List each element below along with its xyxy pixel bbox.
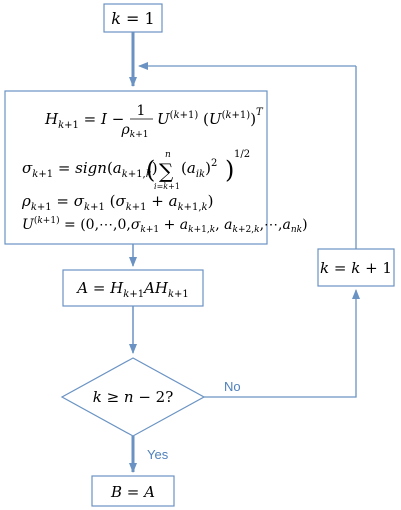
svg-text:n: n <box>165 150 171 160</box>
formula-H: Hk+1 = I − 1 ρk+1 U(k+1) (U(k+1))T <box>44 103 264 140</box>
edge-label-yes: Yes <box>147 447 169 462</box>
svg-text:k = k + 1: k = k + 1 <box>320 259 392 277</box>
svg-text:A = Hk+1AHk+1: A = Hk+1AHk+1 <box>75 279 189 300</box>
svg-text:1: 1 <box>137 103 146 119</box>
svg-text:ρk+1: ρk+1 <box>121 122 149 140</box>
connectors <box>129 32 360 473</box>
svg-text:ρk+1 = σk+1 (σk+1 + ak+1,k): ρk+1 = σk+1 (σk+1 + ak+1,k) <box>21 192 213 213</box>
node-increment: k = k + 1 <box>317 248 395 287</box>
node-end: B = A <box>91 475 175 507</box>
svg-text:(aik)2: (aik)2 <box>181 158 217 180</box>
svg-text:Hk+1 = I −: Hk+1 = I − <box>44 110 124 131</box>
node-decision: k ≥ n − 2? <box>60 357 206 437</box>
svg-text:B = A: B = A <box>110 483 155 501</box>
formula-rho: ρk+1 = σk+1 (σk+1 + ak+1,k) <box>21 192 213 213</box>
svg-text:1/2: 1/2 <box>234 149 250 160</box>
svg-text:σk+1 = sign(ak+1,k): σk+1 = sign(ak+1,k) <box>22 159 158 180</box>
formula-sigma: σk+1 = sign(ak+1,k) ( n ∑ i=k+1 (aik)2 )… <box>22 149 250 191</box>
svg-text:∑: ∑ <box>159 159 174 183</box>
svg-text:(: ( <box>146 156 155 184</box>
edge-decision-to-increment <box>204 289 360 398</box>
node-compute: Hk+1 = I − 1 ρk+1 U(k+1) (U(k+1))T σk+1 … <box>4 90 308 245</box>
node-update: A = Hk+1AHk+1 <box>62 269 204 307</box>
node-start: k = 1 <box>103 3 163 33</box>
svg-text:i=k+1: i=k+1 <box>154 182 180 191</box>
svg-text:U(k+1) = (0,⋯,0,σk+1 + ak+1,k,: U(k+1) = (0,⋯,0,σk+1 + ak+1,k, ak+2,k,⋯,… <box>22 215 308 235</box>
edge-label-no: No <box>224 379 241 394</box>
svg-text:U(k+1) (U(k+1))T: U(k+1) (U(k+1))T <box>157 107 264 128</box>
formula-U: U(k+1) = (0,⋯,0,σk+1 + ak+1,k, ak+2,k,⋯,… <box>22 215 308 235</box>
svg-text:): ) <box>225 156 234 184</box>
svg-text:k ≥ n − 2?: k ≥ n − 2? <box>93 388 174 406</box>
svg-text:k = 1: k = 1 <box>111 9 154 28</box>
